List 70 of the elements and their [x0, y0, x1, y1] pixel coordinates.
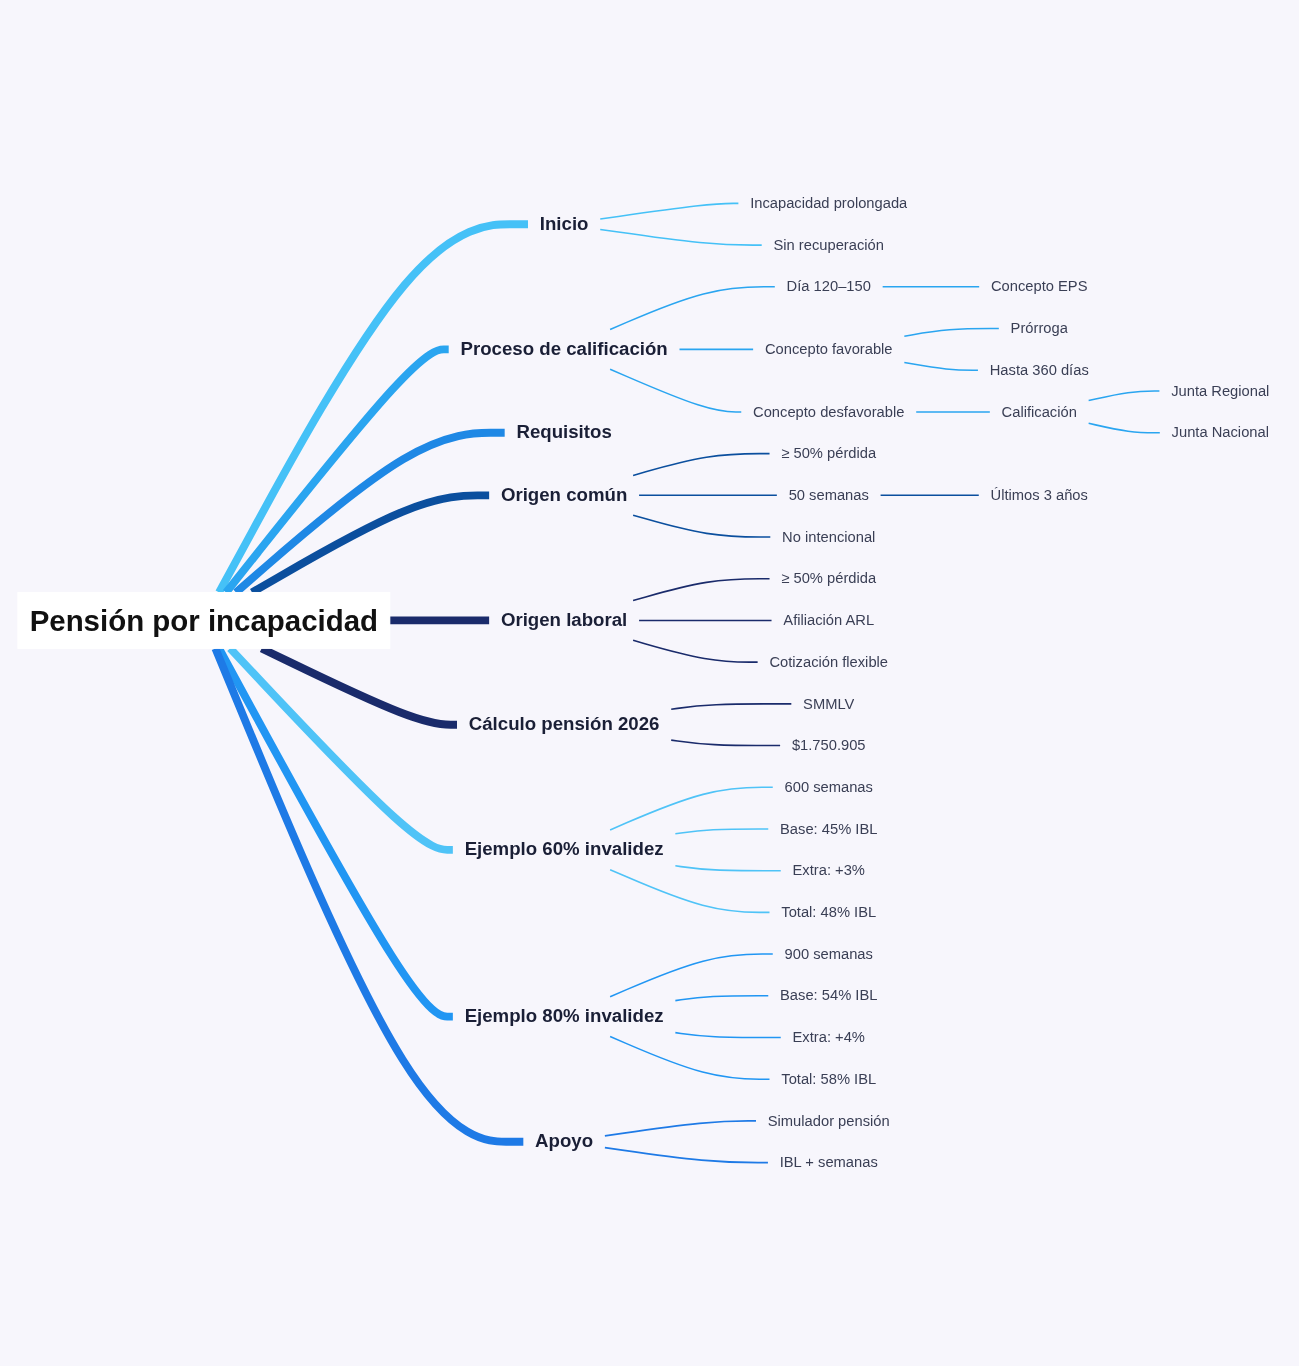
node-text: 900 semanas — [784, 945, 873, 962]
connector — [632, 577, 771, 602]
connector — [674, 995, 770, 1002]
node-text: Últimos 3 años — [990, 486, 1088, 503]
node-text: Ejemplo 60% invalidez — [464, 838, 664, 860]
connector — [609, 953, 774, 998]
node-text: 600 semanas — [784, 778, 873, 795]
connector — [609, 868, 771, 914]
node-text: Sin recuperación — [773, 236, 884, 253]
node-text: Incapacidad prolongada — [750, 194, 908, 212]
node-text: No intencional — [782, 527, 876, 545]
connector — [609, 1035, 771, 1080]
connector — [609, 786, 774, 831]
node-text: Afiliación ARL — [783, 611, 875, 629]
connector — [879, 494, 980, 497]
connector — [674, 828, 770, 835]
connector — [632, 514, 772, 538]
connector — [915, 411, 991, 413]
node-text: Proceso de calificación — [460, 338, 668, 359]
node-text: Prórroga — [1010, 319, 1068, 337]
node-text: Ejemplo 80% invalidez — [464, 1005, 664, 1027]
node-text: Base: 45% IBL — [780, 819, 878, 837]
node-text: Junta Nacional — [1171, 423, 1269, 441]
connector — [632, 639, 759, 663]
node-text: $1.750.905 — [791, 736, 866, 754]
node-text: Extra: +4% — [792, 1028, 865, 1046]
connector — [609, 286, 776, 331]
node-text: ≥ 50% pérdida — [781, 444, 877, 462]
connector — [881, 286, 980, 288]
node-text: Origen laboral — [500, 609, 628, 631]
connector — [638, 619, 773, 622]
node-text: Concepto desfavorable — [753, 402, 905, 420]
node-text: Simulador pensión — [767, 1111, 890, 1129]
node-text: Calificación — [1001, 402, 1077, 420]
node-text: Hasta 360 días — [989, 361, 1089, 378]
connector — [604, 1146, 769, 1164]
connector — [609, 368, 743, 413]
node-text: 50 semanas — [788, 486, 869, 503]
node-text: IBL + semanas — [779, 1153, 878, 1171]
connector — [1087, 390, 1161, 402]
connector — [674, 865, 782, 872]
node-text: Total: 58% IBL — [781, 1070, 877, 1087]
connector — [678, 348, 754, 351]
connector — [670, 703, 793, 711]
node-box: Pensión por incapacidad — [17, 592, 391, 649]
connector — [604, 1120, 757, 1137]
node-text: SMMLV — [803, 694, 855, 712]
node-text: Base: 54% IBL — [780, 986, 878, 1004]
node-text: Origen común — [500, 484, 628, 505]
connector — [599, 202, 740, 220]
connector — [903, 327, 1000, 337]
node-text: Apoyo — [535, 1130, 594, 1152]
node-text: Concepto favorable — [764, 340, 893, 357]
node-text: Cotización flexible — [769, 653, 889, 670]
node-text: Cálculo pensión 2026 — [468, 713, 660, 735]
connector — [632, 452, 771, 477]
connector — [1087, 422, 1161, 434]
connector — [674, 1031, 782, 1039]
node-text: Junta Regional — [1171, 381, 1270, 399]
node-text: Extra: +3% — [792, 861, 865, 879]
node-text: Requisitos — [516, 421, 612, 443]
node-text: Total: 48% IBL — [781, 903, 877, 920]
connector — [670, 739, 781, 747]
connector — [903, 361, 979, 371]
node-text: ≥ 50% pérdida — [781, 569, 877, 587]
node-text: Día 120–150 — [786, 277, 871, 295]
connector — [638, 494, 778, 497]
connector — [599, 228, 763, 246]
node-text: Inicio — [539, 213, 589, 234]
node-text: Concepto EPS — [990, 277, 1088, 295]
